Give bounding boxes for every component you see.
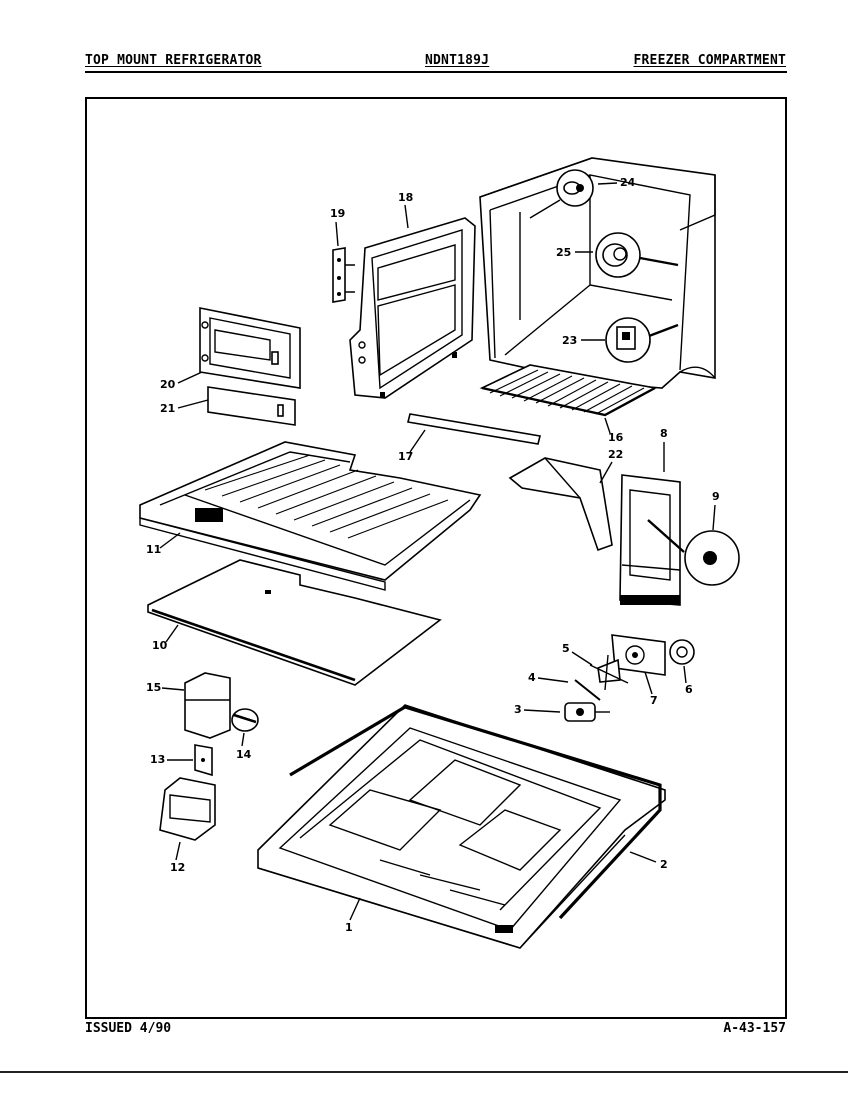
- callout-22: 22: [608, 448, 623, 461]
- callout-20: 20: [160, 378, 176, 391]
- part-22-air-duct: [508, 457, 613, 552]
- callout-5: 5: [562, 642, 570, 655]
- part-16-wire-shelf: [479, 364, 658, 417]
- callout-8: 8: [660, 427, 668, 440]
- part-11-freezer-floor: [139, 441, 482, 591]
- part-7-fan-bracket: [611, 634, 666, 676]
- part-9-screw: [647, 519, 740, 586]
- callout-12: 12: [170, 861, 185, 874]
- part-2-gasket: [289, 705, 662, 920]
- callout-25: 25: [556, 246, 571, 259]
- callout-19: 19: [330, 207, 345, 220]
- callouts: 24 25 23 18 19 20 21 16 17 8 22 9 11 10 …: [146, 176, 720, 934]
- callout-3: 3: [514, 703, 522, 716]
- callout-18: 18: [398, 191, 413, 204]
- part-5-fan-blade: [589, 654, 629, 691]
- callout-17: 17: [398, 450, 413, 463]
- callout-21: 21: [160, 402, 175, 415]
- callout-15: 15: [146, 681, 161, 694]
- part-17-shelf-rail: [407, 413, 541, 445]
- part-10-floor-panel: [147, 559, 442, 686]
- part-25-light-bulb: [595, 232, 679, 278]
- callout-7: 7: [650, 694, 658, 707]
- callout-13: 13: [150, 753, 165, 766]
- header-title-left: TOP MOUNT REFRIGERATOR: [85, 53, 262, 68]
- part-15-ice-chute: [184, 672, 231, 739]
- bottom-rule: [0, 1071, 848, 1073]
- part-23-control: [605, 317, 679, 363]
- part-21-label-plate: [207, 386, 296, 426]
- callout-9: 9: [712, 490, 720, 503]
- part-1-base-pan: [257, 704, 666, 949]
- part-4-fan-mount: [574, 679, 601, 701]
- callout-10: 10: [152, 639, 168, 652]
- part-6-grommet: [669, 639, 695, 665]
- header-model-number: NDNT189J: [425, 53, 490, 68]
- footer-issued-date: ISSUED 4/90: [85, 1021, 172, 1036]
- callout-1: 1: [345, 921, 353, 934]
- footer-page-code: A-43-157: [723, 1021, 786, 1036]
- callout-6: 6: [685, 683, 693, 696]
- header-rule: [85, 71, 787, 73]
- part-13-bracket: [194, 744, 213, 777]
- part-8-evaporator-cover: [619, 474, 681, 606]
- part-20-control-housing: [199, 307, 301, 389]
- part-3-fan-motor: [564, 702, 610, 722]
- callout-23: 23: [562, 334, 577, 347]
- part-12-ice-container: [159, 777, 216, 841]
- callout-4: 4: [528, 671, 536, 684]
- part-19-hinge: [332, 247, 355, 303]
- part-14-knob: [231, 708, 259, 732]
- callout-16: 16: [608, 431, 624, 444]
- callout-2: 2: [660, 858, 668, 871]
- part-24-light-socket: [529, 169, 594, 219]
- freezer-cabinet: [479, 157, 716, 389]
- callout-11: 11: [146, 543, 161, 556]
- part-18-door-liner: [349, 217, 476, 399]
- header-section-title: FREEZER COMPARTMENT: [633, 53, 786, 68]
- diagram-frame: [85, 97, 787, 1019]
- callout-24: 24: [620, 176, 636, 189]
- callout-14: 14: [236, 748, 252, 761]
